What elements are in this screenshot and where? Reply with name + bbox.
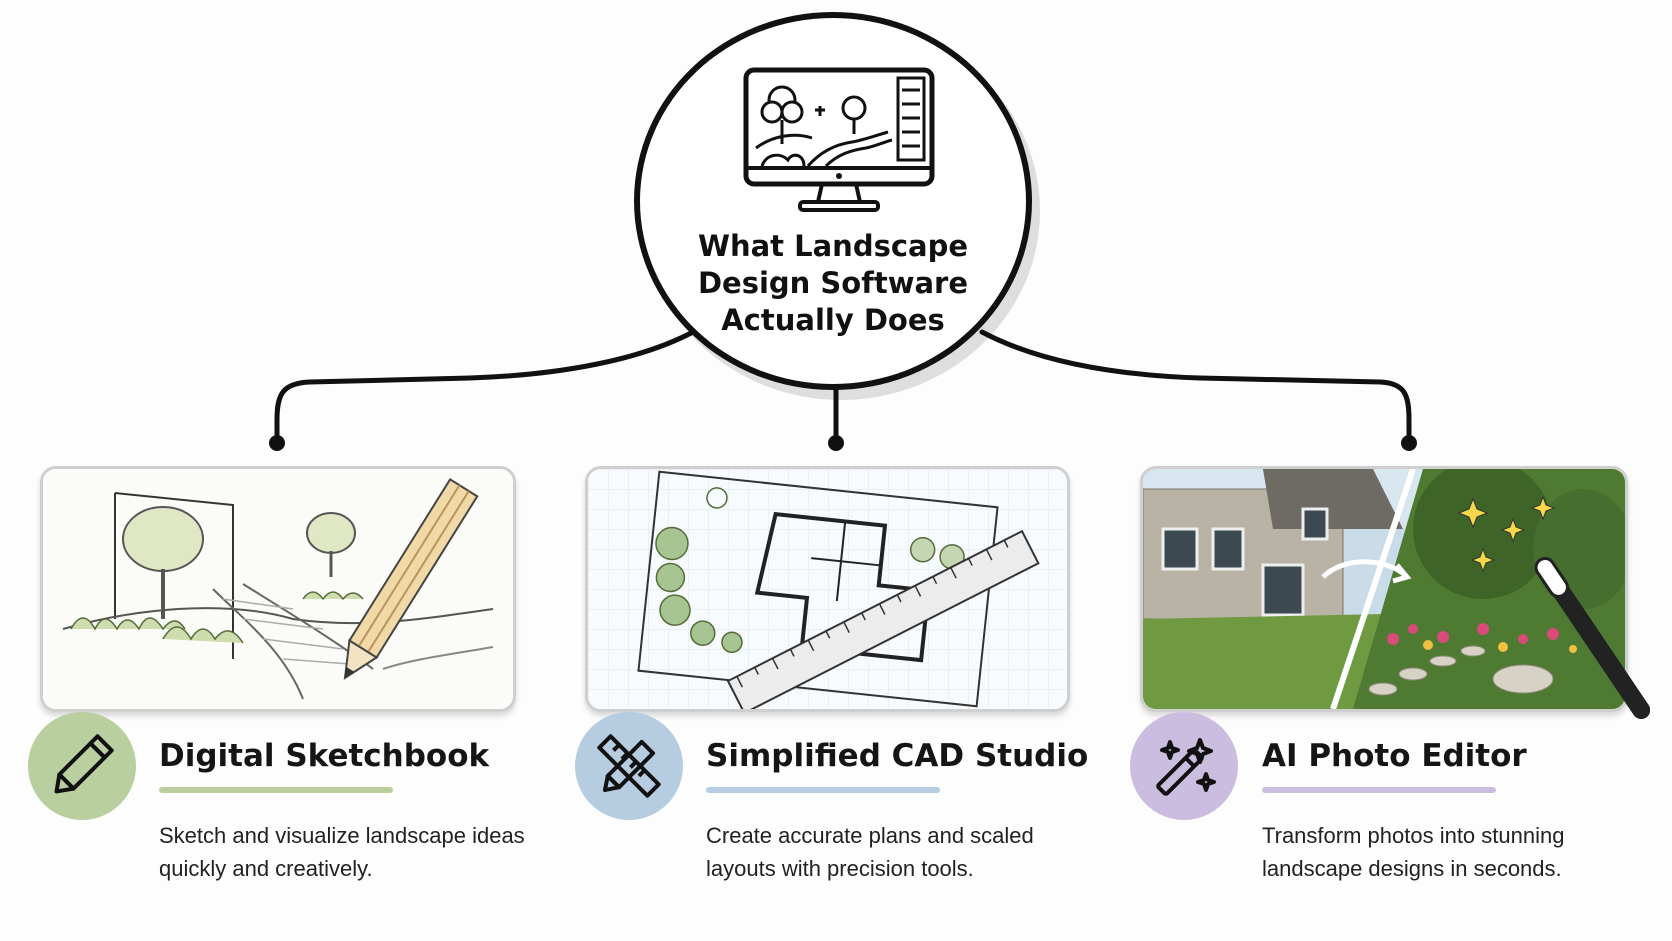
- feature-desc-ai: Transform photos into stunning landscape…: [1262, 819, 1642, 885]
- sketch-illustration-card: [40, 466, 516, 712]
- before-after-yard-photo: [1143, 469, 1625, 709]
- magic-wand-overlay: [1534, 556, 1650, 720]
- hub-circle: What Landscape Design Software Actually …: [634, 12, 1032, 390]
- feature-desc-ai-line-2: landscape designs in seconds.: [1262, 856, 1562, 881]
- feature-desc-cad: Create accurate plans and scaled layouts…: [706, 819, 1086, 885]
- feature-desc-cad-line-1: Create accurate plans and scaled: [706, 823, 1034, 848]
- cad-badge: [575, 712, 683, 820]
- magic-wand-icon: [1156, 738, 1216, 796]
- feature-rule-ai: [1262, 787, 1496, 793]
- monitor-landscape-icon: [743, 67, 935, 212]
- hub-title-line-1: What Landscape: [697, 229, 969, 263]
- cad-site-plan-with-ruler: [588, 469, 1067, 709]
- hub-title-line-3: Actually Does: [721, 303, 945, 337]
- feature-title-ai: AI Photo Editor: [1262, 738, 1527, 774]
- hub-title: What Landscape Design Software Actually …: [640, 228, 1026, 339]
- landscape-pencil-sketch: [43, 469, 513, 709]
- pencil-ruler-icon: [597, 734, 661, 798]
- feature-rule-sketchbook: [159, 787, 393, 793]
- feature-title-cad: Simplified CAD Studio: [706, 738, 1089, 774]
- feature-desc-ai-line-1: Transform photos into stunning: [1262, 823, 1565, 848]
- feature-desc-sketchbook-line-1: Sketch and visualize landscape ideas: [159, 823, 525, 848]
- feature-desc-cad-line-2: layouts with precision tools.: [706, 856, 974, 881]
- cad-illustration-card: [585, 466, 1070, 712]
- feature-title-sketchbook: Digital Sketchbook: [159, 738, 490, 774]
- feature-desc-sketchbook-line-2: quickly and creatively.: [159, 856, 373, 881]
- pencil-icon: [54, 734, 114, 794]
- ai-editor-badge: [1130, 712, 1238, 820]
- ai-photo-illustration-card: [1140, 466, 1628, 712]
- sketchbook-badge: [28, 712, 136, 820]
- feature-desc-sketchbook: Sketch and visualize landscape ideas qui…: [159, 819, 539, 885]
- feature-rule-cad: [706, 787, 940, 793]
- hub-title-line-2: Design Software: [697, 266, 969, 300]
